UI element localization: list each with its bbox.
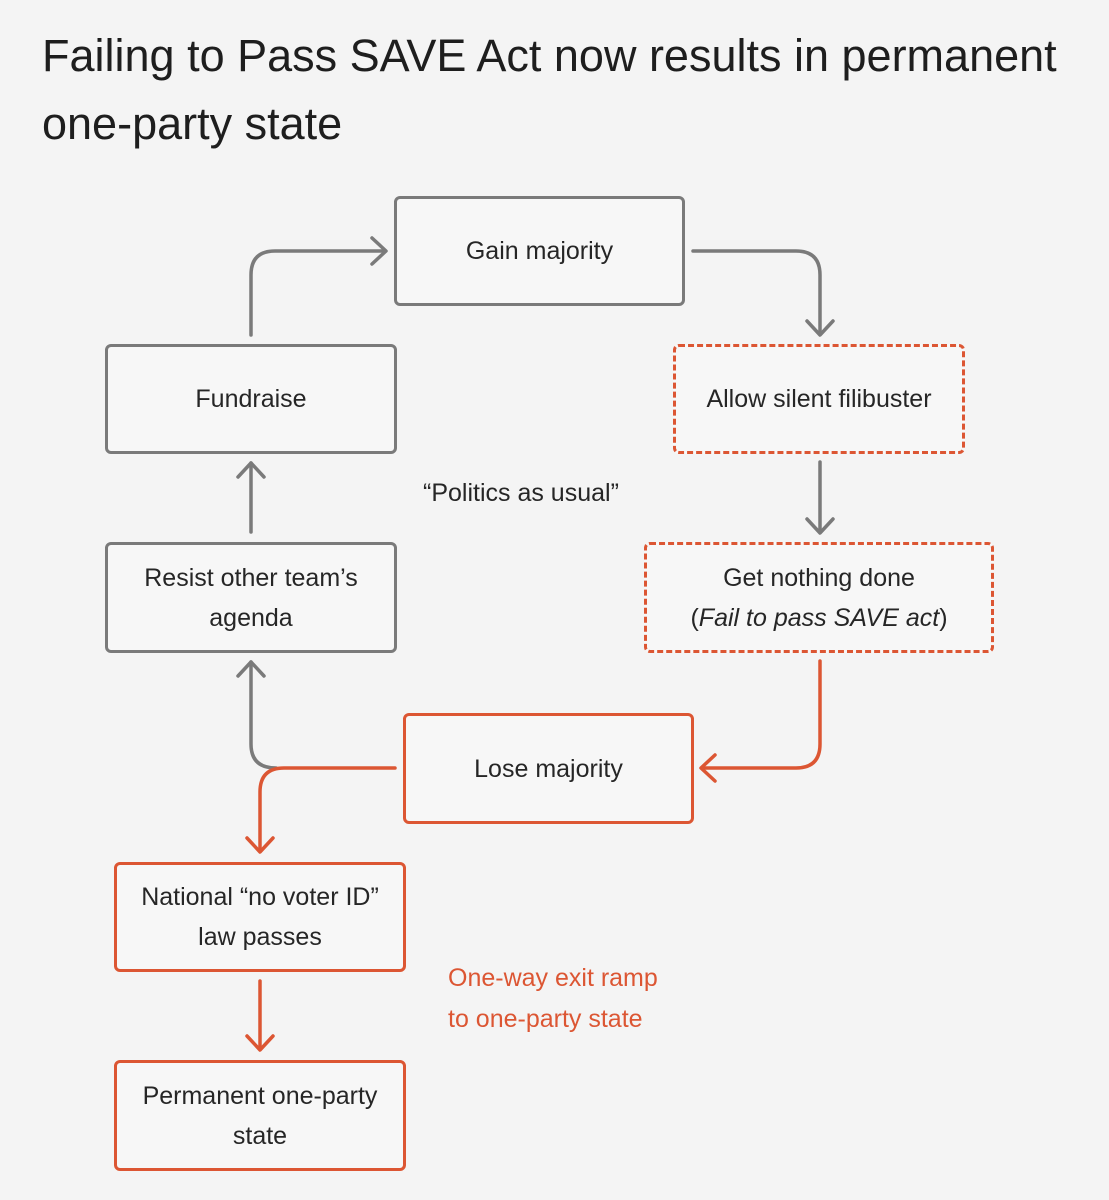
arrow-lose-to-noid <box>258 766 397 853</box>
exit-ramp-label: One-way exit ramp to one-party state <box>448 958 658 1040</box>
node-fundraise-label: Fundraise <box>195 385 307 413</box>
node-get-nothing-done: Get nothing done (Fail to pass SAVE act) <box>644 542 994 653</box>
node-nothing-done-line1: Get nothing done <box>723 563 915 592</box>
node-no-voter-id-law: National “no voter ID” law passes <box>114 862 406 972</box>
arrow-gain-to-filibuster <box>691 249 822 335</box>
node-nothing-done-paren-close: ) <box>939 603 948 632</box>
arrowhead-gain <box>370 236 388 266</box>
arrowhead-filibuster <box>805 319 835 337</box>
node-resist-agenda: Resist other team’s agenda <box>105 542 397 653</box>
node-resist-line1: Resist other team’s <box>144 563 358 592</box>
exit-ramp-line2: to one-party state <box>448 1005 643 1033</box>
node-one-party-label: Permanent one-party state <box>133 1076 388 1156</box>
node-one-party-line2: state <box>232 1121 288 1150</box>
arrowhead-lose <box>699 753 717 783</box>
node-permanent-one-party-state: Permanent one-party state <box>114 1060 406 1171</box>
exit-ramp-line1: One-way exit ramp <box>448 964 658 992</box>
arrow-nothing-to-lose <box>701 659 822 770</box>
node-nothing-done-paren-open: ( <box>690 603 699 632</box>
node-no-voter-id-line1: National “no voter ID” <box>141 883 379 911</box>
node-get-nothing-done-label: Get nothing done (Fail to pass SAVE act) <box>680 558 957 638</box>
node-no-voter-id-label: National “no voter ID” law passes <box>131 877 389 957</box>
node-nothing-done-italic: Fail to pass SAVE act <box>698 603 940 632</box>
node-one-party-line1: Permanent one-party <box>142 1081 378 1110</box>
arrowhead-oneparty <box>245 1034 275 1052</box>
node-resist-agenda-label: Resist other team’s agenda <box>134 558 368 638</box>
node-fundraise: Fundraise <box>105 344 397 454</box>
arrowhead-noid <box>245 836 275 854</box>
node-allow-silent-filibuster: Allow silent filibuster <box>673 344 965 454</box>
diagram-title: Failing to Pass SAVE Act now results in … <box>42 30 1057 149</box>
node-allow-silent-filibuster-label: Allow silent filibuster <box>706 385 932 413</box>
arrow-fundraise-to-gain <box>249 249 386 337</box>
arrowhead-resist <box>236 660 266 678</box>
node-lose-majority-label: Lose majority <box>474 754 623 783</box>
arrowhead-nothing <box>805 517 835 535</box>
node-gain-majority-label: Gain majority <box>465 237 614 265</box>
arrow-lose-to-resist <box>249 660 278 770</box>
node-gain-majority: Gain majority <box>394 196 685 306</box>
node-resist-line2: agenda <box>209 603 293 632</box>
cycle-label: “Politics as usual” <box>423 479 619 507</box>
node-no-voter-id-line2: law passes <box>198 923 322 951</box>
node-lose-majority: Lose majority <box>403 713 694 824</box>
arrowhead-fundraise <box>236 461 266 479</box>
